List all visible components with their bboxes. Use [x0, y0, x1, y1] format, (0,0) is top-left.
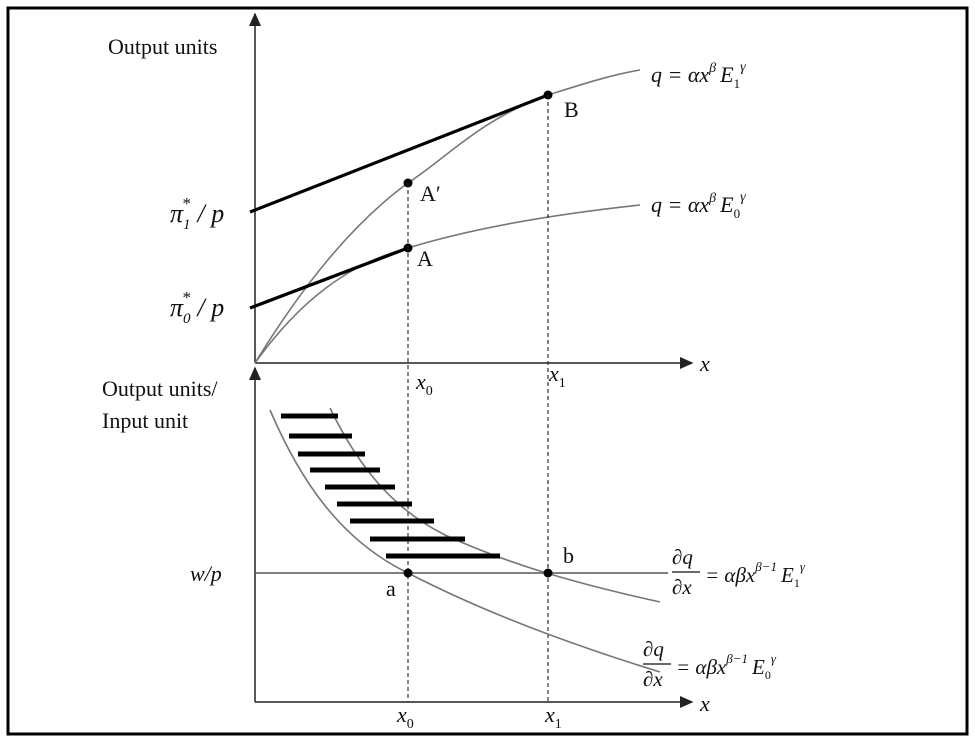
bottom-y-axis-title-line2: Input unit [102, 408, 188, 433]
point-a [403, 568, 413, 578]
label-B: B [564, 97, 579, 122]
isoprofit-line-1 [249, 93, 549, 214]
mp-E1-denominator: ∂x [672, 575, 692, 599]
label-A-prime: A′ [420, 181, 441, 206]
label-pi1-over-p: π1* / p [170, 194, 224, 233]
top-x0-label: x0 [415, 369, 433, 399]
bottom-y-axis-title-line1: Output units/ [102, 376, 218, 401]
mp-curve-E1 [329, 407, 661, 603]
price-ratio-label: w/p [190, 561, 222, 586]
label-pi0-over-p: π0* / p [170, 288, 224, 327]
label-a: a [386, 576, 396, 601]
mp-E0-numerator: ∂q [643, 637, 664, 661]
top-y-axis-title: Output units [108, 34, 217, 59]
point-b [543, 568, 553, 578]
label-A: A [417, 246, 433, 271]
bottom-x0-label: x0 [396, 702, 414, 732]
top-curve-upper [254, 69, 641, 364]
bottom-x1-label: x1 [544, 702, 562, 732]
isoprofit-line-0 [249, 246, 409, 310]
figure-border [6, 6, 969, 736]
label-b: b [563, 543, 574, 568]
top-x-axis-label: x [699, 351, 710, 376]
mp-E1-numerator: ∂q [672, 545, 693, 569]
mp-E0-denominator: ∂x [643, 667, 663, 691]
bottom-x-axis-label: x [699, 691, 710, 716]
hatched-area [281, 413, 500, 559]
top-x1-label: x1 [548, 361, 566, 391]
